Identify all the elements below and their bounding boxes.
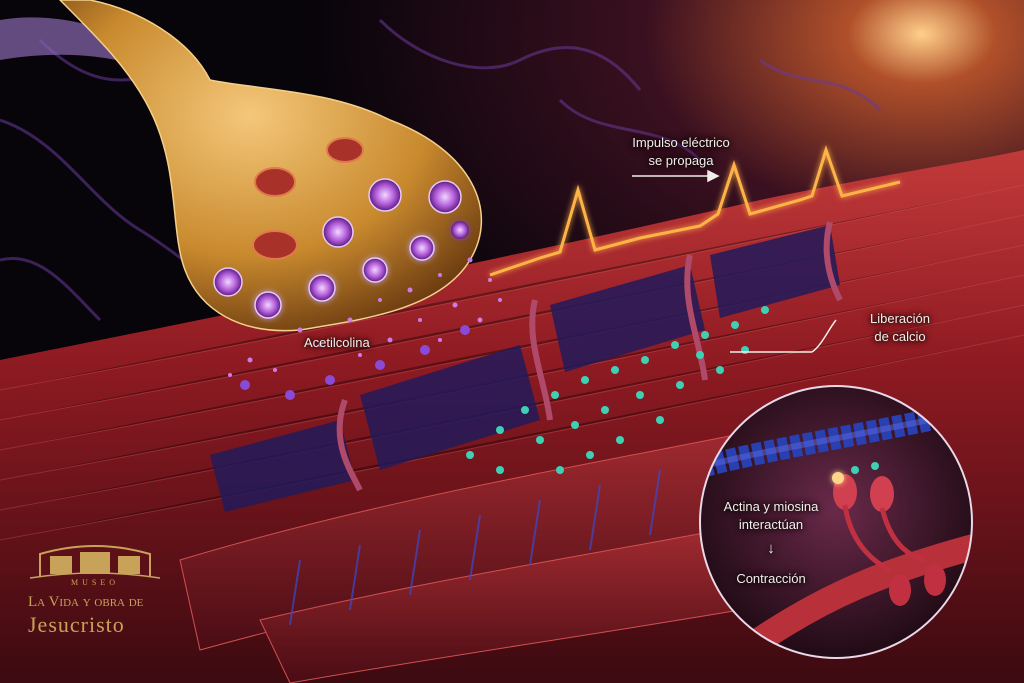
axon: [0, 17, 260, 140]
acetylcholine-label: Acetilcolina: [304, 335, 370, 350]
impulse-label-line2: se propaga: [648, 153, 714, 168]
actin-label-line1: Actina y miosina: [723, 499, 819, 514]
label-arrows: [632, 169, 837, 353]
logo-museo: MUSEO: [70, 578, 119, 587]
actin-label-line2: interactúan: [738, 517, 804, 532]
calcium-release-label: Liberación de calcio: [852, 310, 948, 346]
acetylcholine-particles: [228, 257, 502, 377]
acetylcholine-receptors: [240, 325, 470, 400]
museum-logo: MUSEO La Vida y obra de Jesucristo: [20, 540, 200, 650]
calcium-label-line1: Liberación: [870, 311, 930, 326]
actin-myosin-label: Actina y miosina interactúan: [716, 498, 826, 534]
t-tubules: [336, 221, 843, 492]
synaptic-vesicles: [213, 178, 469, 319]
contraction-label: Contracción: [736, 571, 806, 586]
impulse-label: Impulso eléctrico se propaga: [618, 134, 744, 170]
mitochondria: [252, 137, 364, 260]
logo-line2: Jesucristo: [28, 612, 125, 637]
down-arrow-icon: ↓: [767, 540, 775, 557]
electrical-impulse: [489, 145, 901, 277]
sarcoplasmic-reticulum: [210, 225, 840, 512]
logo-line1: La Vida y obra de: [28, 594, 144, 610]
museum-building-icon: [29, 545, 161, 579]
impulse-label-line1: Impulso eléctrico: [632, 135, 730, 150]
axon-terminal: [58, 0, 483, 332]
calcium-ions: [466, 306, 769, 474]
inset-magnification: [699, 385, 973, 659]
myofibril-bundles: [179, 429, 781, 683]
calcium-label-line2: de calcio: [874, 329, 926, 344]
